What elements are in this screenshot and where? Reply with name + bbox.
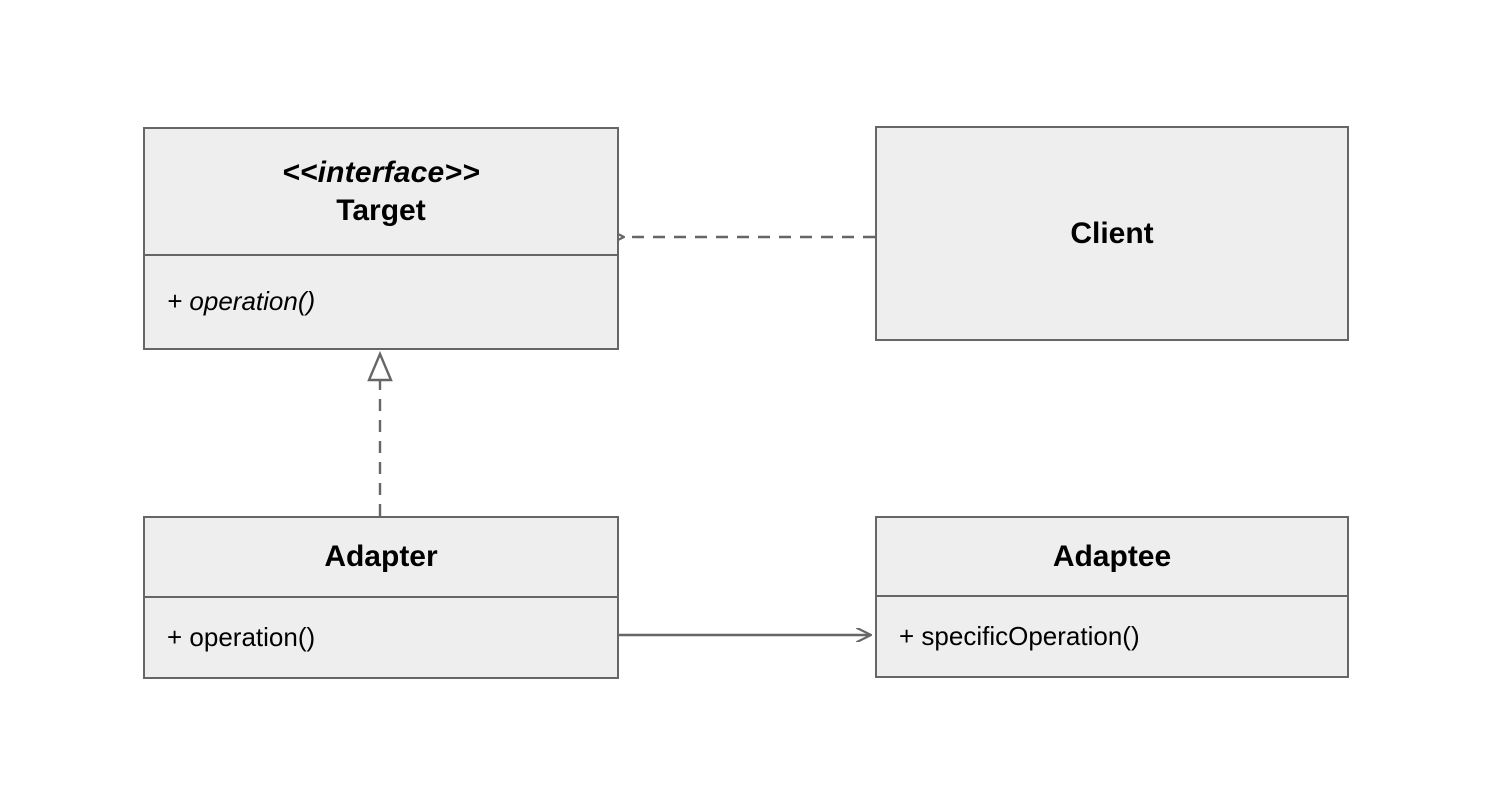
class-name-target: Target (336, 193, 426, 227)
class-box-client[interactable]: Client (875, 126, 1349, 341)
member-adapter-operation: + operation() (167, 621, 316, 652)
class-members-adapter: + operation() (145, 596, 617, 677)
class-members-adaptee: + specificOperation() (877, 595, 1347, 676)
class-header-adapter: Adapter (145, 518, 617, 596)
class-box-target[interactable]: <<interface>> Target + operation() (143, 127, 619, 350)
class-box-adapter[interactable]: Adapter + operation() (143, 516, 619, 679)
member-target-operation: + operation() (167, 286, 316, 317)
class-name-adaptee: Adaptee (1052, 539, 1172, 573)
member-adaptee-specific-operation: + specificOperation() (899, 620, 1140, 651)
class-box-adaptee[interactable]: Adaptee + specificOperation() (875, 516, 1349, 678)
class-name-client: Client (1070, 216, 1154, 250)
connector-adapter-realizes-target (367, 350, 393, 516)
class-name-adapter: Adapter (324, 540, 438, 574)
class-stereotype-target: <<interface>> (282, 156, 480, 189)
class-header-client: Client (877, 128, 1347, 339)
class-members-target: + operation() (145, 254, 617, 348)
class-header-target: <<interface>> Target (145, 129, 617, 254)
class-header-adaptee: Adaptee (877, 518, 1347, 595)
